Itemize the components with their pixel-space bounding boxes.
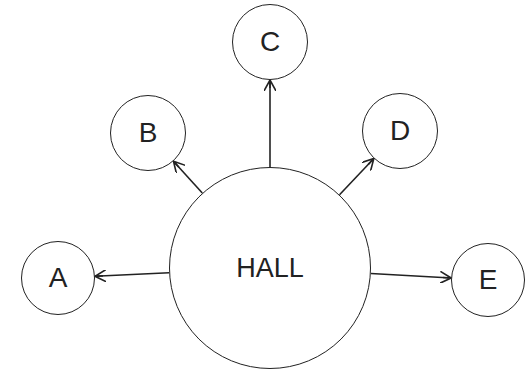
room-label: C	[260, 28, 280, 56]
flow-arrow	[371, 274, 451, 278]
room-label: D	[390, 117, 410, 145]
room-circle: D	[362, 93, 438, 169]
flow-arrow	[269, 80, 271, 167]
flow-arrow	[95, 273, 169, 276]
room-circle: HALL	[169, 167, 371, 369]
flow-arrow	[340, 159, 374, 195]
room-label: HALL	[236, 255, 304, 282]
room-label: E	[479, 266, 498, 294]
room-label: B	[139, 119, 158, 147]
room-label: A	[49, 264, 68, 292]
flow-arrow	[173, 161, 202, 193]
room-circle: C	[232, 4, 308, 80]
room-circle: E	[451, 243, 525, 317]
room-circle: A	[21, 241, 95, 315]
room-circle: B	[110, 95, 186, 171]
